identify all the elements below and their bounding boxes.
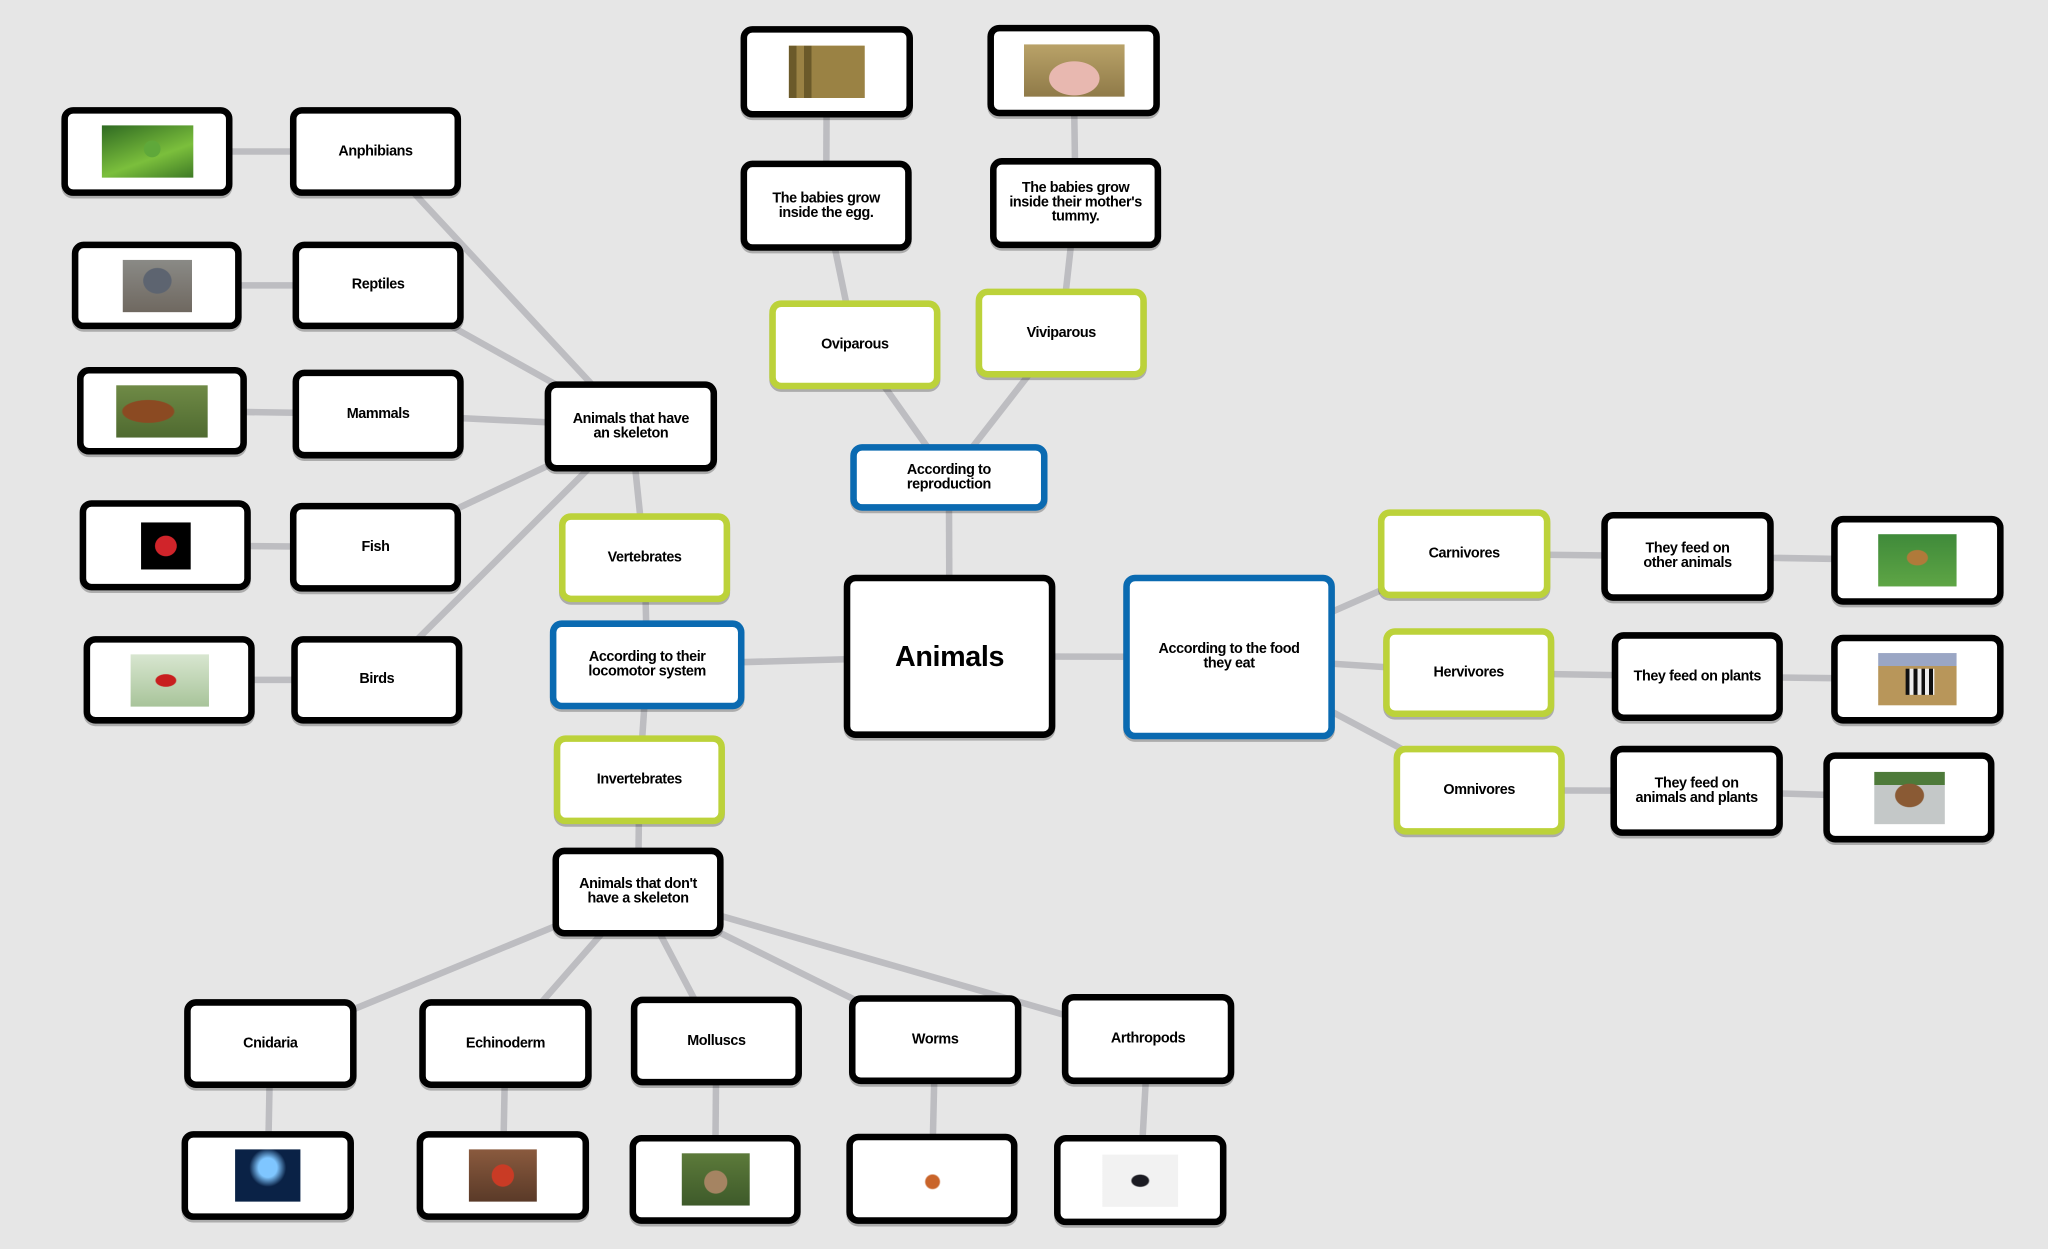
node-label: Oviparous [821,336,889,352]
image-node-bird[interactable] [83,636,255,724]
image-node-hen[interactable] [740,26,913,118]
node-fish[interactable]: Fish [289,502,462,592]
hen-with-eggs-photo [788,45,865,98]
jellyfish-photo [235,1149,301,1202]
snail-photo [681,1153,750,1206]
lion-photo [1878,534,1957,587]
worm-photo [905,1155,959,1203]
node-label: Animals that don't have a skeleton [579,876,697,907]
node-label: According to reproduction [906,461,991,492]
node-label: They feed on animals and plants [1635,775,1758,806]
node-molluscs[interactable]: Molluscs [630,996,802,1086]
node-echinoderm[interactable]: Echinoderm [419,999,592,1088]
node-label: Omnivores [1443,781,1515,798]
node-animals-with-skeleton[interactable]: Animals that have an skeleton [544,381,718,472]
node-omnivores[interactable]: Omnivores [1393,745,1565,835]
node-label: The babies grow inside the egg. [772,190,880,221]
bear-photo [1873,771,1945,824]
node-label: Anphibians [338,143,413,159]
node-label: Vertebrates [607,549,682,565]
node-amphibians[interactable]: Anphibians [289,107,462,196]
node-label: Animals that have an skeleton [572,410,690,441]
node-according-to-reproduction[interactable]: According to reproduction [850,444,1048,511]
node-viviparous[interactable]: Viviparous [975,288,1147,378]
node-label: Echinoderm [465,1035,546,1051]
image-node-bear[interactable] [1823,752,1995,843]
image-node-snail[interactable] [629,1135,801,1224]
node-reptiles[interactable]: Reptiles [292,241,464,330]
node-label: According to their locomotor system [588,649,706,680]
beetle-photo [1102,1153,1179,1207]
node-label: Molluscs [687,1032,746,1049]
tree-frog-photo [101,125,193,178]
image-node-cow[interactable] [77,367,247,455]
node-according-to-food[interactable]: According to the food they eat [1123,574,1335,740]
connector-line [373,149,634,429]
node-animals-without-skeleton[interactable]: Animals that don't have a skeleton [552,847,724,937]
image-node-tortoise[interactable] [71,241,242,330]
node-mammals[interactable]: Mammals [292,369,464,459]
node-hervivores[interactable]: Hervivores [1383,628,1555,718]
image-node-worm[interactable] [846,1133,1018,1224]
node-oviparous-description[interactable]: The babies grow inside the egg. [740,160,912,251]
image-node-zebra[interactable] [1831,634,2004,724]
node-vertebrates[interactable]: Vertebrates [559,513,731,603]
zebra-photo [1878,653,1957,706]
node-label: Fish [361,538,390,555]
node-label: The babies grow inside their mother's tu… [1009,180,1142,225]
image-node-frog[interactable] [61,107,233,196]
node-hervivores-description[interactable]: They feed on plants [1611,632,1783,721]
node-birds[interactable]: Birds [291,636,463,724]
image-node-sow[interactable] [987,24,1160,117]
image-node-lion[interactable] [1831,515,2004,605]
red-fish-photo [140,521,191,569]
node-label: Worms [911,1031,959,1047]
node-carnivores[interactable]: Carnivores [1377,509,1551,599]
node-label: Invertebrates [596,771,683,787]
node-label: According to the food they eat [1158,641,1300,672]
node-label: They feed on plants [1633,668,1762,684]
node-omnivores-description[interactable]: They feed on animals and plants [1610,745,1783,836]
node-label: Cnidaria [243,1035,298,1051]
node-label: Viviparous [1026,324,1097,341]
node-label: Reptiles [351,276,405,293]
node-label: Hervivores [1433,664,1505,680]
node-label: Mammals [346,405,410,422]
node-cnidaria[interactable]: Cnidaria [184,999,357,1088]
node-viviparous-description[interactable]: The babies grow inside their mother's tu… [990,158,1162,249]
node-invertebrates[interactable]: Invertebrates [553,735,725,825]
image-node-starfish[interactable] [416,1131,590,1220]
node-arthropods[interactable]: Arthropods [1061,993,1235,1085]
node-worms[interactable]: Worms [848,995,1022,1085]
node-according-to-locomotor-system[interactable]: According to their locomotor system [549,620,745,710]
image-node-beetle[interactable] [1054,1135,1227,1226]
red-bird-photo [129,653,209,706]
node-label: Arthropods [1110,1030,1186,1047]
node-label: They feed on other animals [1643,540,1732,571]
sow-nursing-piglets-photo [1023,44,1124,97]
node-label: Carnivores [1428,545,1501,561]
node-carnivores-description[interactable]: They feed on other animals [1601,511,1774,601]
node-label: Birds [359,671,395,688]
image-node-fish[interactable] [79,500,251,591]
starfish-photo [468,1149,537,1202]
cow-and-calf-photo [116,384,208,437]
root-node-animals[interactable]: Animals [843,574,1056,738]
node-label: Animals [895,639,1005,672]
image-node-jellyfish[interactable] [181,1131,354,1220]
tortoise-photo [122,259,192,312]
node-oviparous[interactable]: Oviparous [769,300,941,390]
